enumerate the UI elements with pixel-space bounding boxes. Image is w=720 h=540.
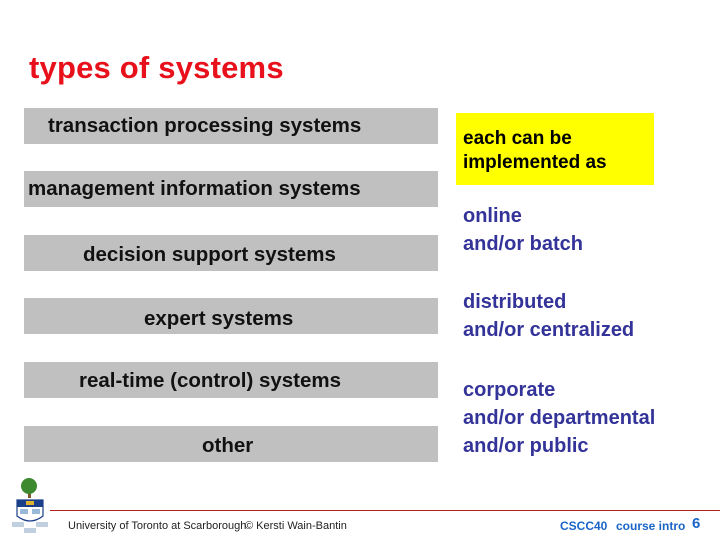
system-label: other — [202, 434, 254, 457]
option-online-batch: online and/or batch — [463, 205, 584, 255]
footer-course-code: CSCC40 — [560, 519, 608, 533]
option-corporate-departmental-public: corporate and/or departmental and/or pub… — [463, 379, 656, 457]
system-label: decision support systems — [83, 243, 336, 266]
system-bar-management-information: management information systems — [24, 171, 438, 207]
note-text: each can be implemented as — [463, 128, 607, 173]
option-distributed-centralized: distributed and/or centralized — [463, 291, 635, 341]
highlight-note: each can be implemented as — [456, 113, 654, 185]
system-bar-other: other — [24, 426, 438, 462]
system-label: real-time (control) systems — [79, 369, 342, 392]
footer-institution: University of Toronto at Scarborough — [68, 520, 247, 532]
footer-section: course intro — [616, 519, 686, 533]
system-bar-expert: expert systems — [24, 298, 438, 334]
footer-copyright: © Kersti Wain-Bantin — [245, 520, 347, 532]
system-label: transaction processing systems — [48, 114, 362, 137]
system-bar-decision-support: decision support systems — [24, 235, 438, 271]
system-bar-transaction-processing: transaction processing systems — [24, 108, 438, 144]
slide-title: types of systems — [29, 50, 284, 85]
footer-page-number: 6 — [692, 515, 701, 532]
system-label: expert systems — [144, 307, 294, 330]
footer-divider — [50, 510, 720, 511]
system-bar-real-time: real-time (control) systems — [24, 362, 438, 398]
system-label: management information systems — [28, 177, 361, 200]
university-crest-icon — [12, 478, 48, 533]
